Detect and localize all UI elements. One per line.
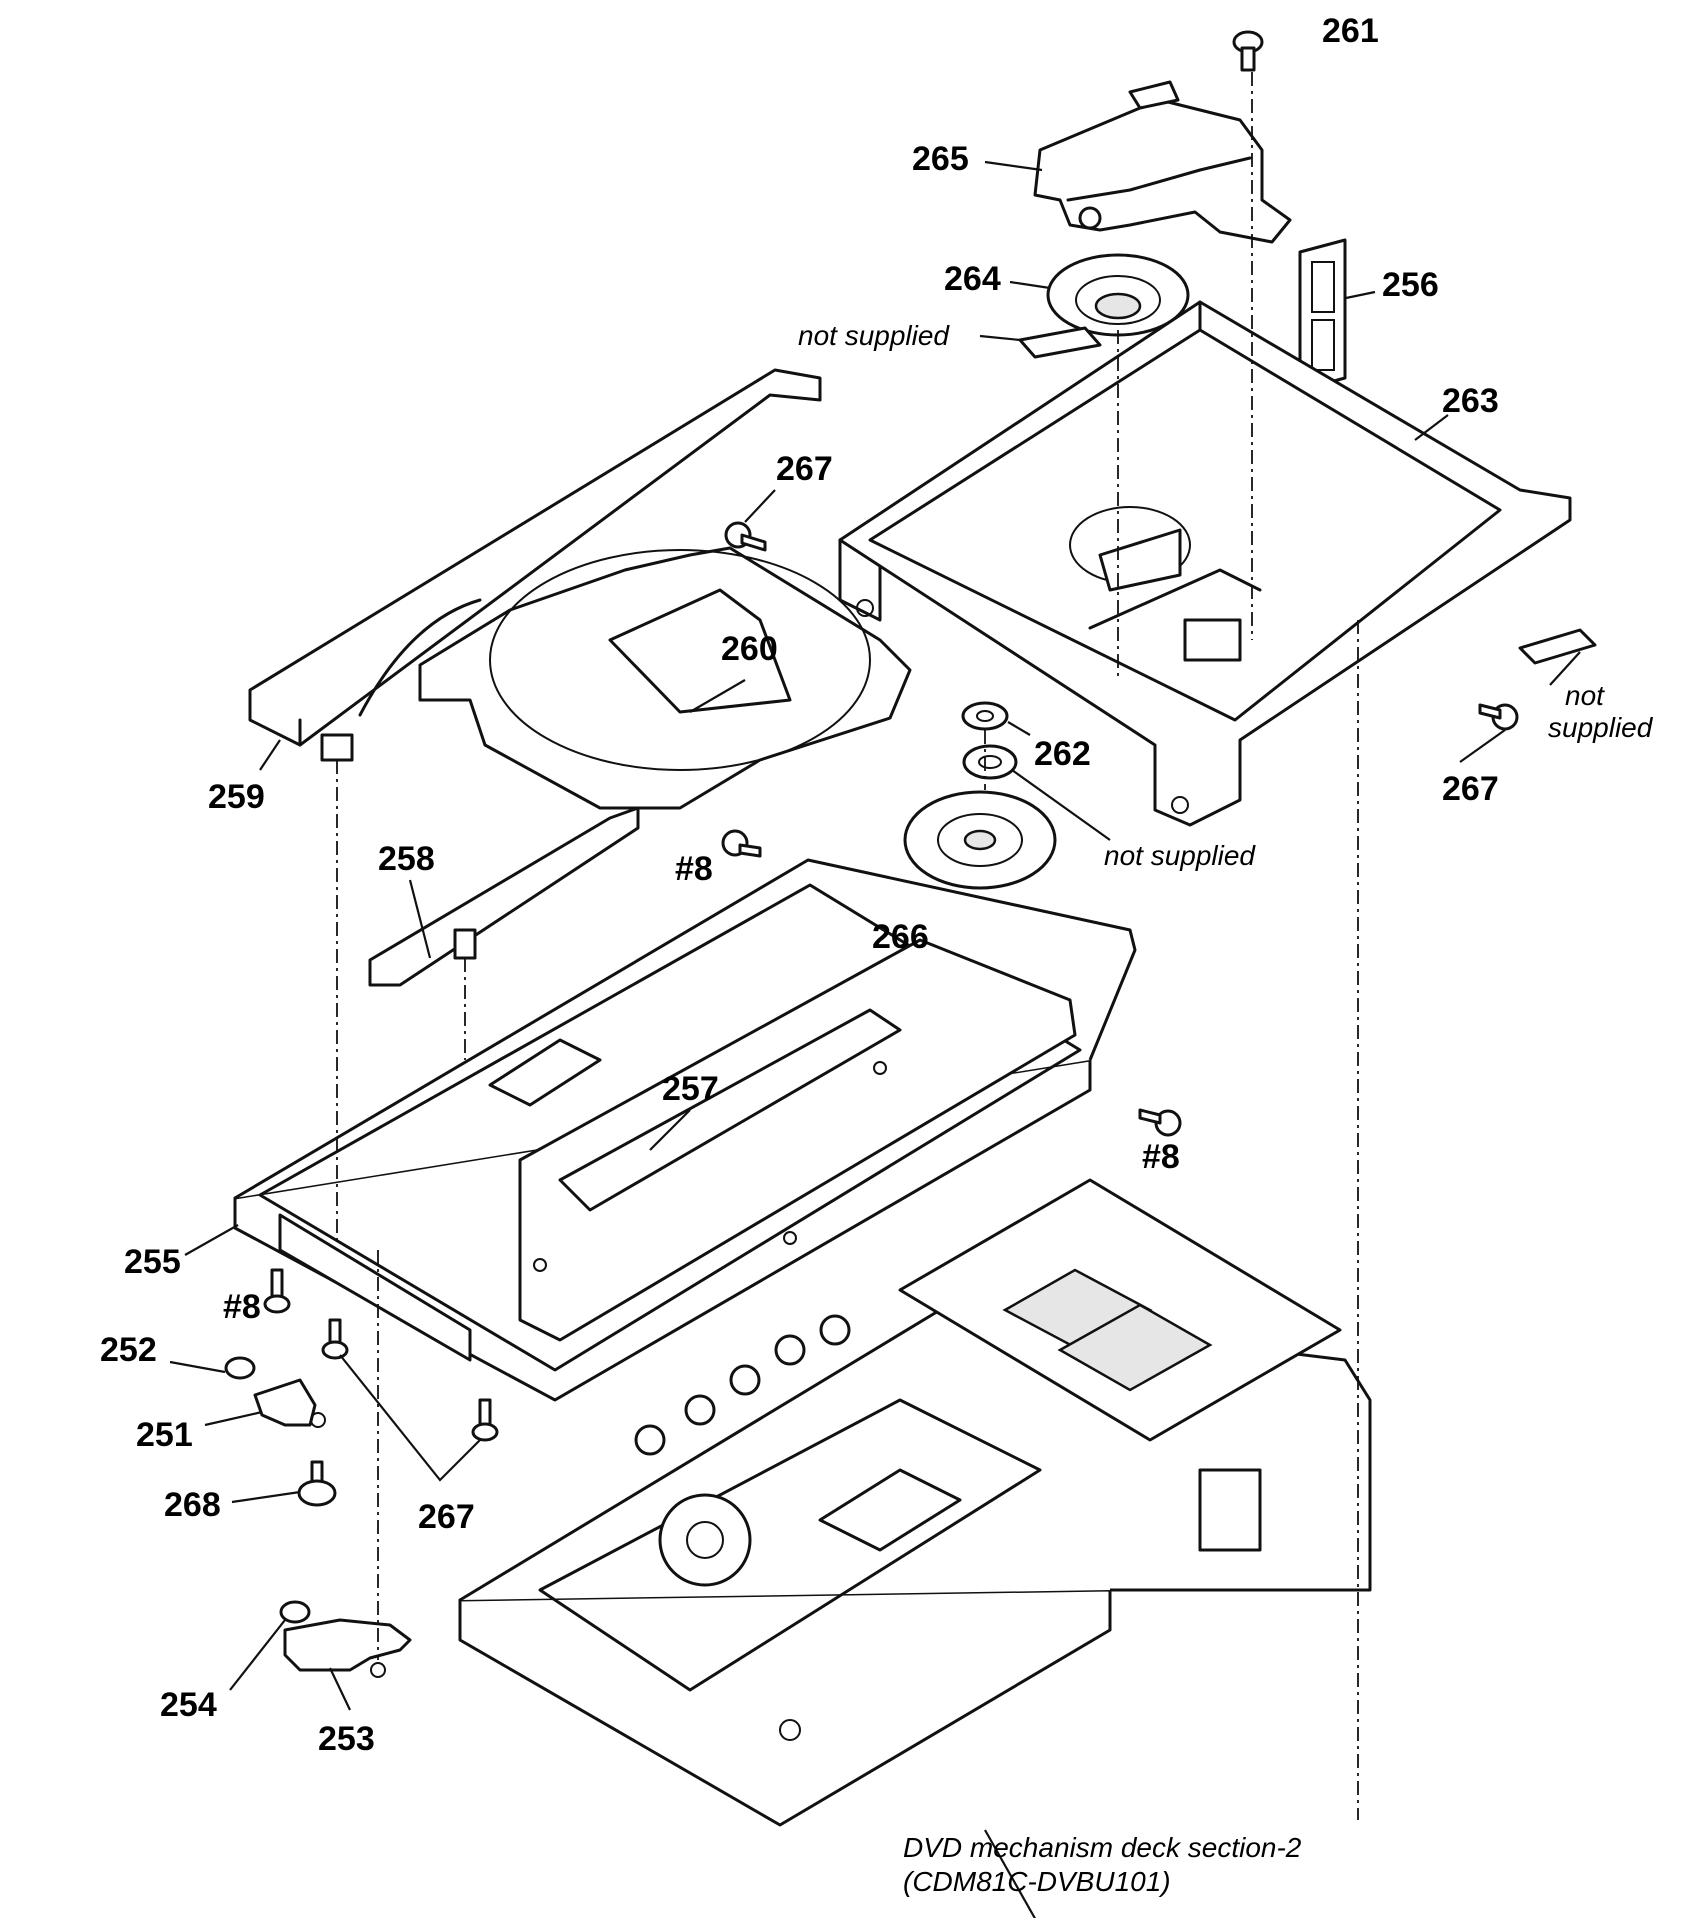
label-264: 264 xyxy=(944,260,1001,298)
label-259: 259 xyxy=(208,778,265,816)
label-262: 262 xyxy=(1034,735,1091,773)
leader-260 xyxy=(689,679,746,713)
part-259-rail xyxy=(248,368,822,762)
part-265-holder xyxy=(1033,80,1292,244)
leader-268 xyxy=(231,1490,301,1504)
note-not-supplied-right-a: not xyxy=(1565,680,1604,711)
note-deck-title: DVD mechanism deck section-2 xyxy=(903,1832,1302,1863)
leader-256 xyxy=(1345,290,1376,300)
note-not-supplied-middle: not supplied xyxy=(1104,840,1256,871)
label-254: 254 xyxy=(160,1686,217,1724)
label-266: 266 xyxy=(872,918,929,956)
leader-not-supplied-1 xyxy=(979,334,1021,342)
label-255: 255 xyxy=(124,1243,181,1281)
label-s8-right: #8 xyxy=(1142,1138,1180,1176)
note-not-supplied-right-b: supplied xyxy=(1548,712,1653,743)
label-260: 260 xyxy=(721,630,778,668)
part-256-bracket xyxy=(1298,238,1347,392)
part-262-washer xyxy=(961,701,1009,731)
screw-267-right xyxy=(1478,703,1519,731)
screw-261 xyxy=(1232,30,1264,72)
note-not-supplied-top: not supplied xyxy=(798,320,950,351)
part-254-washer xyxy=(279,1600,311,1624)
part-258-slider xyxy=(368,806,640,987)
label-268: 268 xyxy=(164,1486,221,1524)
leader-not-supplied-2 xyxy=(1549,651,1581,686)
leader-262 xyxy=(1007,721,1031,736)
not-supplied-sheet-right xyxy=(1518,628,1597,665)
label-261: 261 xyxy=(1322,12,1379,50)
label-251: 251 xyxy=(136,1416,193,1454)
leader-263 xyxy=(1414,414,1449,441)
part-260-tray xyxy=(418,546,912,810)
screw-267-lower-b xyxy=(471,1398,499,1442)
label-263: 263 xyxy=(1442,382,1499,420)
leader-253 xyxy=(329,1667,351,1711)
screw-267-lower-a xyxy=(321,1318,349,1360)
leader-265 xyxy=(984,160,1043,172)
screw-8-lower xyxy=(263,1268,291,1314)
screw-267-upper xyxy=(724,521,767,552)
label-256: 256 xyxy=(1382,266,1439,304)
label-267-lower: 267 xyxy=(418,1498,475,1536)
part-251-lever xyxy=(253,1378,326,1428)
screw-8-upper xyxy=(721,829,762,858)
part-266-gear xyxy=(903,790,1057,890)
leader-259 xyxy=(259,739,281,771)
label-267-upper: 267 xyxy=(776,450,833,488)
leader-deck xyxy=(984,1829,1037,1918)
label-267-right: 267 xyxy=(1442,770,1499,808)
not-supplied-sheet-top xyxy=(1018,326,1102,359)
leader-257 xyxy=(649,1109,691,1151)
label-258: 258 xyxy=(378,840,435,878)
not-supplied-washer xyxy=(962,744,1018,780)
label-253: 253 xyxy=(318,1720,375,1758)
screw-8-right xyxy=(1138,1108,1182,1137)
note-deck-model: (CDM81C-DVBU101) xyxy=(903,1866,1171,1897)
label-252: 252 xyxy=(100,1331,157,1369)
leader-264 xyxy=(1009,280,1051,290)
dvd-mechanism-deck xyxy=(458,1178,1372,1827)
screw-268 xyxy=(297,1460,337,1507)
leader-252 xyxy=(169,1360,226,1374)
leader-267-lower xyxy=(339,1354,481,1482)
part-257-base xyxy=(233,858,1137,1402)
leader-258 xyxy=(408,879,432,959)
leader-267-upper xyxy=(744,489,776,523)
leader-251 xyxy=(204,1410,263,1427)
leader-267-right xyxy=(1459,729,1506,763)
label-s8-lower: #8 xyxy=(223,1288,261,1326)
leader-not-supplied-3 xyxy=(1011,769,1111,841)
part-252-washer xyxy=(224,1356,256,1380)
part-253-lever xyxy=(283,1618,412,1678)
leader-254 xyxy=(229,1619,286,1691)
label-s8-upper: #8 xyxy=(675,850,713,888)
leader-255 xyxy=(184,1224,239,1256)
part-263-frame xyxy=(838,300,1572,827)
label-257: 257 xyxy=(662,1070,719,1108)
label-265: 265 xyxy=(912,140,969,178)
